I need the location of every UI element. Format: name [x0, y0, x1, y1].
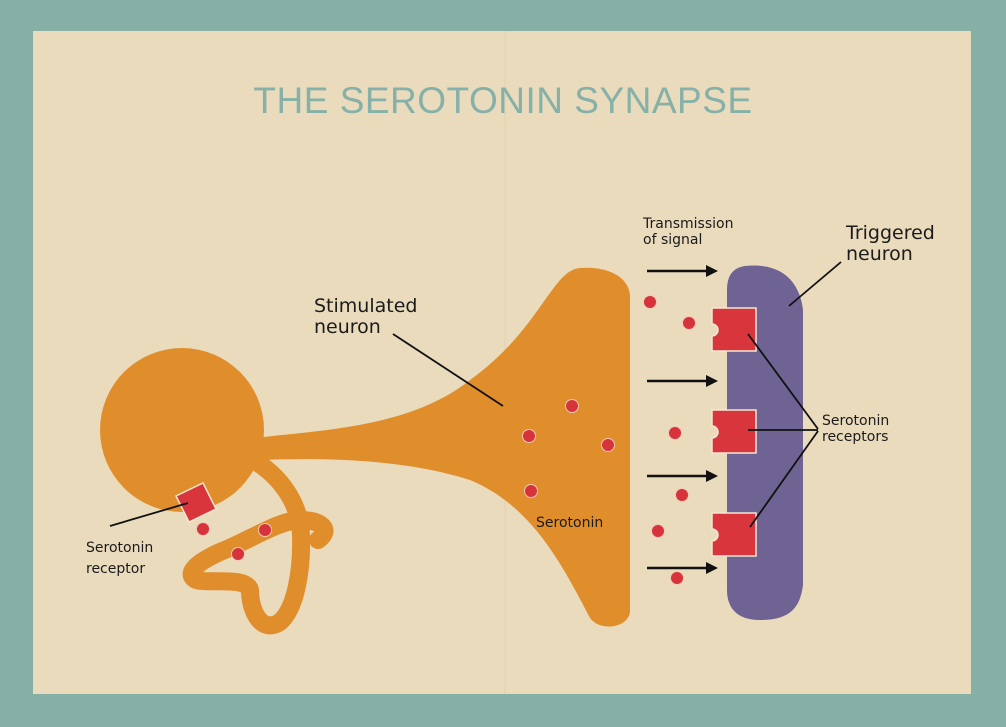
serotonin-molecules — [196, 295, 696, 585]
serotonin-molecule — [524, 484, 538, 498]
label-transmission-of-signal: Transmission of signal — [643, 216, 734, 248]
serotonin-molecule — [601, 438, 615, 452]
leader-receptor-1 — [747, 333, 819, 430]
serotonin-receptor-1 — [711, 307, 757, 352]
serotonin-receptor-3 — [711, 512, 757, 557]
leader-triggered-neuron — [788, 261, 842, 307]
receptor-group-right — [711, 307, 757, 557]
serotonin-molecule — [682, 316, 696, 330]
label-stimulated-neuron: Stimulated neuron — [314, 295, 418, 339]
label-serotonin-receptor: Serotonin receptor — [86, 540, 154, 577]
label-serotonin: Serotonin — [536, 515, 604, 531]
serotonin-molecule — [231, 547, 245, 561]
signal-arrow — [647, 375, 718, 387]
serotonin-molecule — [643, 295, 657, 309]
serotonin-molecule — [670, 571, 684, 585]
leader-lines — [109, 261, 842, 528]
transmission-arrows — [647, 265, 718, 574]
serotonin-molecule — [196, 522, 210, 536]
serotonin-molecule — [522, 429, 536, 443]
serotonin-molecule — [565, 399, 579, 413]
label-serotonin-receptors: Serotonin receptors — [822, 413, 890, 445]
neuron-body — [255, 267, 630, 627]
stimulated-neuron — [100, 267, 630, 635]
label-triggered-neuron: Triggered neuron — [846, 222, 935, 266]
serotonin-receptor-soma — [174, 482, 218, 523]
signal-arrow — [647, 265, 718, 277]
leader-receptor-3 — [749, 430, 819, 528]
serotonin-molecule — [675, 488, 689, 502]
serotonin-molecule — [668, 426, 682, 440]
leader-stimulated-neuron — [392, 333, 504, 407]
neuron-soma — [100, 348, 264, 512]
signal-arrow — [647, 562, 718, 574]
signal-arrow — [647, 470, 718, 482]
neuron-dendrite-loop — [182, 449, 334, 635]
serotonin-molecule — [651, 524, 665, 538]
serotonin-receptor-2 — [711, 409, 757, 454]
diagram-title: THE SEROTONIN SYNAPSE — [253, 80, 753, 121]
serotonin-molecule — [258, 523, 272, 537]
leader-soma-receptor — [109, 502, 189, 527]
